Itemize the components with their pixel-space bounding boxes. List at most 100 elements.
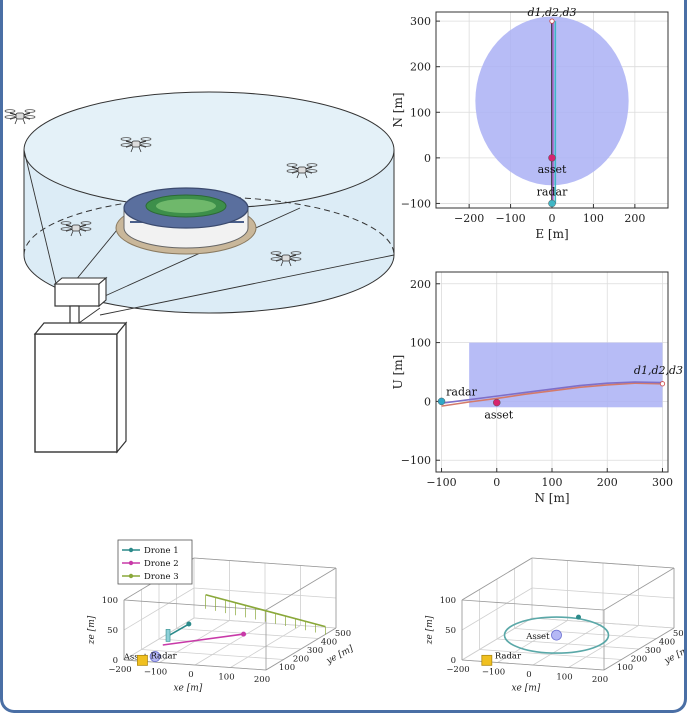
drone-rotor bbox=[4, 115, 16, 119]
z-tick-label: 50 bbox=[107, 626, 118, 636]
asset-label: Asset bbox=[123, 653, 148, 663]
box-edge bbox=[265, 627, 337, 671]
drone-start-marker bbox=[549, 18, 555, 24]
drone-rotor bbox=[120, 143, 132, 147]
y-tick-label: 0 bbox=[424, 152, 431, 165]
asset-label: asset bbox=[484, 409, 513, 422]
plot-area bbox=[441, 342, 663, 408]
z-axis-label: ze [m] bbox=[425, 615, 435, 645]
x-tick-label: −100 bbox=[144, 668, 167, 678]
box-edge bbox=[603, 567, 675, 611]
drone-leg bbox=[70, 230, 74, 237]
stadium-illustration bbox=[4, 91, 395, 454]
y-tick-label: 300 bbox=[645, 646, 661, 656]
radar-label: Radar bbox=[150, 651, 177, 661]
drone-rotor bbox=[24, 109, 36, 113]
grid-line bbox=[496, 638, 640, 650]
y-tick-label: 0 bbox=[424, 395, 431, 408]
box-edge bbox=[123, 599, 267, 611]
grid-line bbox=[123, 617, 195, 661]
grid-line bbox=[461, 617, 533, 661]
drone-rotor bbox=[140, 137, 152, 141]
radar-tower-icon bbox=[33, 276, 128, 454]
drone-leg bbox=[288, 260, 292, 267]
legend-label: Drone 2 bbox=[144, 559, 179, 569]
drone1-trajectory bbox=[168, 623, 190, 637]
x-axis-label: N [m] bbox=[534, 491, 569, 505]
coverage-region bbox=[469, 342, 663, 408]
x-tick-label: 0 bbox=[526, 670, 531, 680]
drone-body bbox=[281, 254, 291, 262]
y-axis-label: U [m] bbox=[391, 355, 405, 390]
z-tick-label: 50 bbox=[445, 626, 456, 636]
x-tick-label: 200 bbox=[592, 675, 608, 685]
grid-line bbox=[531, 587, 675, 599]
radar-marker bbox=[137, 654, 148, 666]
radar-marker bbox=[481, 654, 493, 666]
drone-body bbox=[71, 224, 81, 232]
x-tick-label: −200 bbox=[446, 665, 469, 675]
radar-marker bbox=[548, 199, 556, 208]
drone-rotor bbox=[120, 137, 132, 141]
legend-marker bbox=[128, 560, 134, 566]
drone1-stem bbox=[165, 629, 171, 642]
y-tick-label: −100 bbox=[401, 454, 431, 467]
y-tick-label: 200 bbox=[293, 654, 309, 664]
y-tick-label: 400 bbox=[659, 638, 675, 648]
drone-icon bbox=[60, 221, 92, 237]
drone-rotor bbox=[286, 163, 298, 167]
drone-rotor bbox=[24, 115, 36, 119]
asset-marker bbox=[551, 629, 562, 641]
x-tick-label: −200 bbox=[108, 665, 131, 675]
y-tick-label: 400 bbox=[321, 638, 337, 648]
asset-label: Asset bbox=[525, 632, 550, 642]
legend-marker bbox=[128, 547, 134, 553]
box-edge bbox=[603, 627, 675, 671]
drone-rotor bbox=[60, 227, 72, 231]
z-tick-label: 0 bbox=[451, 656, 456, 666]
drone-start-marker bbox=[576, 614, 581, 620]
z-tick-label: 100 bbox=[102, 596, 118, 606]
asset-marker bbox=[493, 398, 501, 407]
x-tick-label: 100 bbox=[218, 673, 234, 683]
drone2-start-marker bbox=[241, 631, 247, 637]
drone-leg bbox=[130, 146, 134, 153]
y-tick-label: 100 bbox=[410, 106, 431, 119]
trajectory-line-2 bbox=[441, 381, 663, 404]
grid-line bbox=[176, 628, 319, 639]
drone-icon bbox=[120, 137, 152, 153]
x-tick-label: −200 bbox=[454, 212, 484, 225]
y-tick-label: 500 bbox=[335, 629, 351, 639]
x-tick-label: 0 bbox=[188, 670, 193, 680]
drone-orbit-trajectory bbox=[503, 616, 610, 654]
x-tick-label: −100 bbox=[495, 212, 525, 225]
y-tick-label: 200 bbox=[631, 654, 647, 664]
drone-leg bbox=[138, 146, 142, 153]
grid-line bbox=[461, 587, 533, 631]
x-tick-label: −100 bbox=[482, 668, 505, 678]
drone-annotation: d1,d2,d3 bbox=[527, 6, 576, 19]
y-tick-label: 100 bbox=[617, 663, 633, 673]
drone-start-marker bbox=[659, 381, 666, 387]
x-tick-label: 200 bbox=[624, 212, 645, 225]
x-tick-label: 300 bbox=[652, 476, 673, 489]
grid-line bbox=[531, 617, 675, 629]
asset-marker bbox=[548, 154, 556, 162]
stadium-icon bbox=[115, 187, 257, 255]
trajectory-line-1 bbox=[441, 382, 663, 407]
drone-icons bbox=[4, 109, 318, 267]
drone1-start-marker bbox=[186, 621, 192, 627]
drone-leg bbox=[304, 172, 308, 179]
legend-label: Drone 1 bbox=[144, 546, 179, 556]
z-axis-label: ze [m] bbox=[87, 615, 97, 645]
drone-leg bbox=[14, 118, 18, 125]
drone-icon bbox=[286, 163, 318, 179]
drone-rotor bbox=[140, 143, 152, 147]
drone-rotor bbox=[286, 169, 298, 173]
